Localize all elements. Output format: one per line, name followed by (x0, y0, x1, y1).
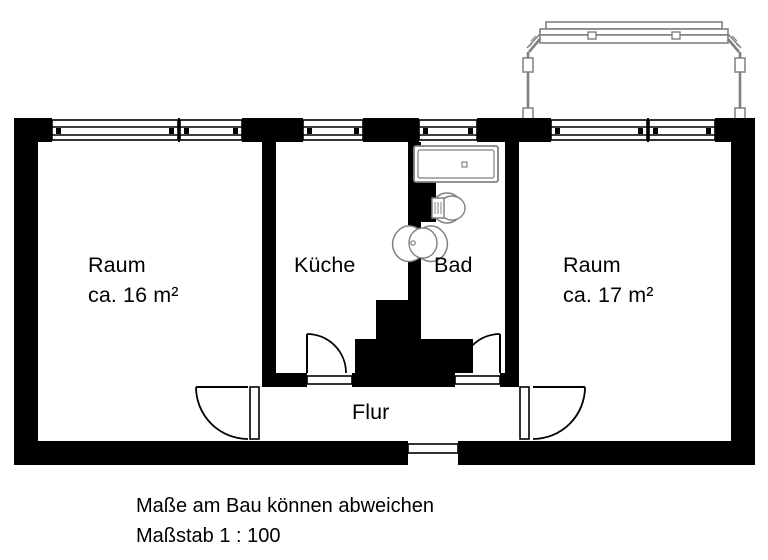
window-left-a (51, 118, 179, 142)
bathtub-icon (413, 145, 499, 183)
window-kitchen (302, 118, 364, 142)
scale-note: Maßstab 1 : 100 (136, 525, 281, 547)
bath-fixtures (391, 145, 499, 263)
door-room-right (519, 386, 586, 440)
room-label-right-name: Raum (563, 253, 621, 277)
door-kitchen (306, 333, 353, 387)
room-label-right-area: ca. 17 m² (563, 283, 654, 307)
door-entry (407, 441, 459, 465)
disclaimer-note: Maße am Bau können abweichen (136, 495, 434, 517)
door-room-left (195, 386, 262, 440)
balcony-railing (522, 21, 746, 123)
room-label-hallway: Flur (352, 400, 390, 424)
windows (51, 118, 716, 142)
window-left-b (179, 118, 243, 142)
room-label-left-name: Raum (88, 253, 146, 277)
room-label-kitchen: Küche (294, 253, 356, 277)
toilet-icon (431, 192, 466, 224)
window-right-a (550, 118, 648, 142)
doors (195, 333, 586, 465)
window-right-b (648, 118, 716, 142)
door-bath (454, 333, 501, 387)
sink-icon (391, 225, 449, 263)
room-label-bath: Bad (434, 253, 473, 277)
window-bath (418, 118, 478, 142)
room-label-left-area: ca. 16 m² (88, 283, 179, 307)
